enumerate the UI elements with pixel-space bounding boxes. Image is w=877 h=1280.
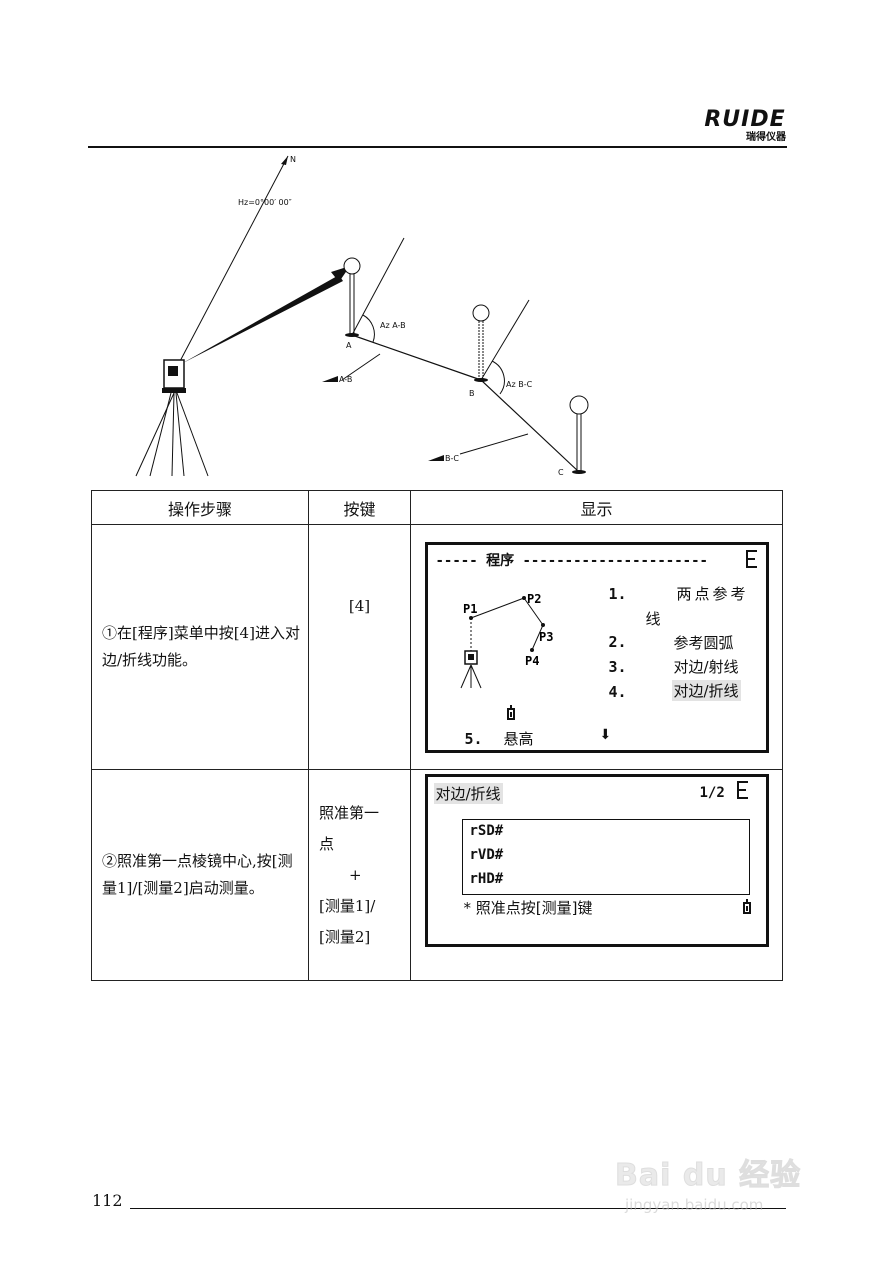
measurement-fields-box xyxy=(461,819,750,895)
watermark-main-text: Bai du 经验 xyxy=(615,1158,802,1194)
page-number: 112 xyxy=(92,1191,123,1210)
step-1-display: ----- 程序 ---------------------- xyxy=(410,524,783,770)
menu-item-4-label[interactable]: 对边/折线 xyxy=(671,679,741,701)
sketch-p2-label: P2 xyxy=(527,592,541,606)
key-line-plus: + xyxy=(349,865,362,884)
table-row: ①在[程序]菜单中按[4]进入对边/折线功能。 [4] ----- 程序 ---… xyxy=(91,524,783,770)
steps-table: 操作步骤 按键 显示 ①在[程序]菜单中按[4]进入对边/折线功能。 [4] -… xyxy=(91,490,783,981)
menu-item-2-label[interactable]: 参考圆弧 xyxy=(673,633,734,652)
key-line-measure2: [测量2] xyxy=(319,927,371,946)
menu-item-4-num[interactable]: 4. xyxy=(608,682,627,701)
program-menu-screen: ----- 程序 ---------------------- xyxy=(424,541,769,753)
page-indicator: 1/2 xyxy=(699,785,725,801)
level-icon xyxy=(736,781,748,799)
menu-item-3-num[interactable]: 3. xyxy=(608,657,627,676)
table-row: ②照准第一点棱镜中心,按[测量1]/[测量2]启动测量。 照准第一 点 + [测… xyxy=(91,769,783,981)
offset-traverse-screen: 对边/折线 1/2 rSD# rVD# rHD# * 照准点按[测量]键 xyxy=(424,774,769,947)
header-display: 显示 xyxy=(410,490,783,525)
menu-item-1-label-cont[interactable]: 线 xyxy=(645,609,661,628)
menu-item-5-num[interactable]: 5. xyxy=(464,729,483,748)
watermark-sub-text: jingyan.baidu.com xyxy=(625,1196,764,1214)
point-b-label: B xyxy=(469,389,475,398)
step-1-description: ①在[程序]菜单中按[4]进入对边/折线功能。 xyxy=(91,524,309,770)
header-operation-steps: 操作步骤 xyxy=(91,490,309,525)
screen-title: 对边/折线 xyxy=(433,783,503,804)
north-label: N xyxy=(290,155,296,164)
dist-bc-label: B-C xyxy=(445,454,459,463)
battery-icon xyxy=(506,704,515,720)
battery-icon xyxy=(742,899,751,914)
menu-item-1-label[interactable]: 两点参考 xyxy=(676,584,749,603)
az-bc-label: Az B-C xyxy=(506,380,533,389)
logo-text: RUIDE xyxy=(704,107,786,132)
total-station-icon xyxy=(135,359,209,477)
prism-c-icon xyxy=(569,395,589,474)
ruide-logo: RUIDE 瑞得仪器 xyxy=(700,108,790,144)
az-ab-label: Az A-B xyxy=(380,321,406,330)
key-line-point: 点 xyxy=(319,834,335,853)
header-keys: 按键 xyxy=(308,490,411,525)
hint-text: * 照准点按[测量]键 xyxy=(463,899,593,917)
header-rule xyxy=(88,146,787,148)
key-line-measure1: [测量1]/ xyxy=(319,896,376,915)
menu-item-2-num[interactable]: 2. xyxy=(608,632,627,651)
table-header-row: 操作步骤 按键 显示 xyxy=(91,490,783,525)
step-2-display: 对边/折线 1/2 rSD# rVD# rHD# * 照准点按[测量]键 xyxy=(410,769,783,981)
menu-item-3-label[interactable]: 对边/射线 xyxy=(673,657,739,676)
menu-item-5-label[interactable]: 悬高 xyxy=(503,729,534,748)
baidu-watermark: Bai du 经验 jingyan.baidu.com xyxy=(615,1150,835,1250)
field-rsd: rSD# xyxy=(469,823,504,839)
traverse-sketch: P1 P2 P3 P4 xyxy=(460,592,553,688)
hz-label: Hz=0°00′ 00″ xyxy=(238,198,292,207)
level-icon xyxy=(745,549,757,568)
dist-ab-label: A-B xyxy=(339,375,352,384)
sketch-p3-label: P3 xyxy=(539,630,553,644)
logo-subtext: 瑞得仪器 xyxy=(746,132,786,143)
traverse-diagram: N Hz=0°00′ 00″ A B C xyxy=(135,155,589,477)
key-4-label: [4] xyxy=(348,597,371,615)
screen-title: ----- 程序 ---------------------- xyxy=(435,552,708,569)
footer-rule xyxy=(130,1208,786,1209)
step-2-keys: 照准第一 点 + [测量1]/ [测量2] xyxy=(308,769,411,981)
sketch-p1-label: P1 xyxy=(463,602,477,616)
step-2-description: ②照准第一点棱镜中心,按[测量1]/[测量2]启动测量。 xyxy=(91,769,309,981)
field-rhd: rHD# xyxy=(469,871,504,887)
down-arrow-icon[interactable]: ⬇ xyxy=(599,726,612,743)
point-c-label: C xyxy=(558,468,564,477)
point-a-label: A xyxy=(346,341,352,350)
menu-item-1-num[interactable]: 1. xyxy=(608,584,627,603)
field-rvd: rVD# xyxy=(469,847,504,863)
sketch-p4-label: P4 xyxy=(525,654,539,668)
step-1-key: [4] xyxy=(308,524,411,770)
key-line-aim: 照准第一 xyxy=(319,803,380,822)
